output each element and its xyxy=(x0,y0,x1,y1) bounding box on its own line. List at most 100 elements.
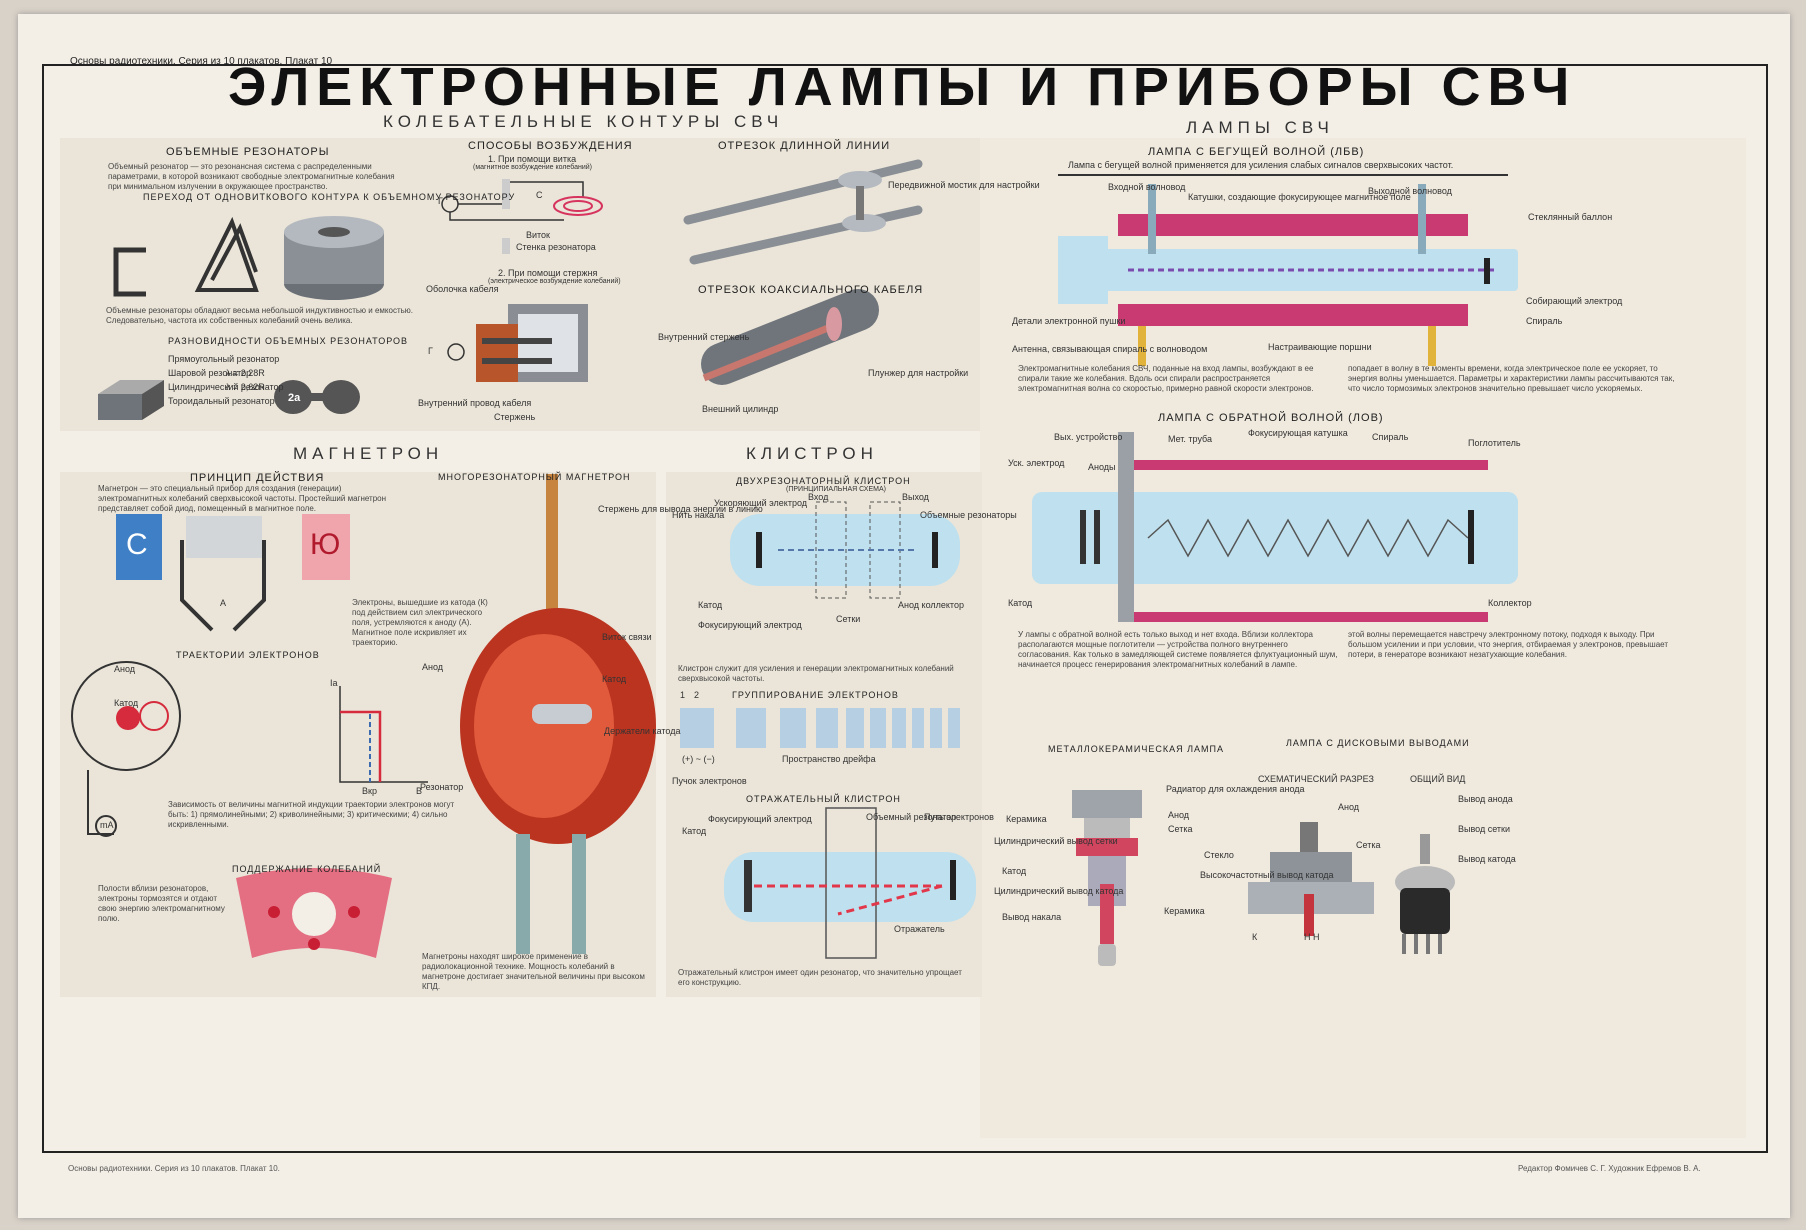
bwo-text-1: У лампы с обратной волной есть только вы… xyxy=(1018,630,1338,669)
loop-excitation-drawing xyxy=(441,179,603,254)
bwo-title: ЛАМПА С ОБРАТНОЙ ВОЛНОЙ (ЛОВ) xyxy=(1158,412,1384,424)
bwo-anodes: Аноды xyxy=(1088,462,1116,472)
twt-output: Выходной волновод xyxy=(1368,186,1452,196)
poster-title: ЭЛЕКТРОННЫЕ ЛАМПЫ И ПРИБОРЫ СВЧ xyxy=(228,57,1577,117)
grouping-n2: 2 xyxy=(694,690,700,700)
two-cavity-klystron-drawing xyxy=(730,501,960,599)
magnetron-anode-current-graph xyxy=(339,686,428,783)
trajectory-ma: mA xyxy=(100,820,114,830)
coax-inner-rod: Внутренний стержень xyxy=(658,332,750,342)
section-magnetron-title: МАГНЕТРОН xyxy=(293,444,444,463)
magnetron-principle-text: Магнетрон — это специальный прибор для с… xyxy=(98,484,387,513)
triangle-resonator-drawing xyxy=(194,216,259,292)
rod-excitation-drawing xyxy=(447,304,588,382)
series-caption: Основы радиотехники. Серия из 10 плакато… xyxy=(70,56,333,67)
twt-text-1: Электромагнитные колебания СВЧ, поданные… xyxy=(1018,364,1314,393)
coax-title: ОТРЕЗОК КОАКСИАЛЬНОГО КАБЕЛЯ xyxy=(698,284,924,296)
klystron-input: Вход xyxy=(808,492,829,502)
reflex-cathode: Катод xyxy=(682,826,707,836)
twt-subtitle: Лампа с бегущей волной применяется для у… xyxy=(1068,160,1454,170)
klystron-desc: Клистрон служит для усиления и генерации… xyxy=(678,664,954,683)
excitation-cable-shell: Оболочка кабеля xyxy=(426,284,499,294)
twt-pistons: Настраивающие поршни xyxy=(1268,342,1372,352)
resonators-varieties: РАЗНОВИДНОСТИ ОБЪЕМНЫХ РЕЗОНАТОРОВ xyxy=(168,336,409,346)
metal-lamp-radiator: Радиатор для охлаждения анода xyxy=(1166,784,1305,794)
reflex-title: ОТРАЖАТЕЛЬНЫЙ КЛИСТРОН xyxy=(746,794,901,804)
resonator-type-cyl: Цилиндрический резонатор xyxy=(168,382,284,392)
grouping-beam: Пучок электронов xyxy=(672,776,747,786)
klystron-filament: Нить накала xyxy=(672,510,725,520)
coax-plunger: Плунжер для настройки xyxy=(868,368,969,378)
rectangular-resonator-drawing xyxy=(98,380,164,420)
disk-lamp-general: ОБЩИЙ ВИД xyxy=(1410,774,1466,784)
twt-spiral: Спираль xyxy=(1526,316,1563,326)
coax-outer: Внешний цилиндр xyxy=(702,404,779,414)
section-lamps-title: ЛАМПЫ СВЧ xyxy=(1186,118,1334,137)
disk-lamp-general-drawing xyxy=(1395,834,1455,954)
disk-lamp-k: К xyxy=(1252,932,1258,942)
diagram-graphics xyxy=(71,159,1518,966)
resonators-title: ОБЪЕМНЫЕ РЕЗОНАТОРЫ xyxy=(166,146,330,158)
disk-lamp-cathode-out: Вывод катода xyxy=(1458,854,1516,864)
klystron-vol-res: Объемные резонаторы xyxy=(920,510,1017,520)
toroidal-resonator-drawing xyxy=(284,216,384,300)
disk-lamp-grid: Сетка xyxy=(1356,840,1381,850)
bwo-spiral: Спираль xyxy=(1372,432,1409,442)
resonators-transition: ПЕРЕХОД ОТ ОДНОВИТКОВОГО КОНТУРА К ОБЪЕМ… xyxy=(143,192,516,202)
grouping-drift: Пространство дрейфа xyxy=(782,754,876,764)
reflex-focus: Фокусирующий электрод xyxy=(708,814,812,824)
electron-grouping-drawing xyxy=(680,708,960,748)
magnetron-holders: Держатели катода xyxy=(604,726,681,736)
excitation-m1-sub: (магнитное возбуждение колебаний) xyxy=(473,164,592,171)
coax-cable-drawing xyxy=(701,289,879,385)
multicavity-magnetron-drawing xyxy=(460,474,656,954)
formula-cyl: λ = 2,62R xyxy=(226,382,265,392)
magnetron-principle-title: ПРИНЦИП ДЕЙСТВИЯ xyxy=(190,472,325,484)
bwo-drawing xyxy=(1032,432,1518,622)
reflex-path: Путь электронов xyxy=(924,812,994,822)
reflex-klystron-drawing xyxy=(724,807,976,959)
two-cavity-scheme: (ПРИНЦИПИАЛЬНАЯ СХЕМА) xyxy=(786,486,886,493)
reflex-text: Отражательный клистрон имеет один резона… xyxy=(678,968,962,987)
grouping-plusminus: (+) ~ (−) xyxy=(682,754,715,764)
klystron-cathode: Катод xyxy=(698,600,723,610)
disk-lamp-glass: Стекло xyxy=(1204,850,1234,860)
excitation-wall: Стенка резонатора xyxy=(516,242,596,252)
poster-frame xyxy=(42,64,1768,1153)
bwo-collector: Коллектор xyxy=(1488,598,1532,608)
grouping-n1: 1 xyxy=(680,690,686,700)
klystron-accel: Ускоряющий электрод xyxy=(714,498,808,508)
toroid-section-drawing xyxy=(274,380,360,414)
magnetron-usage: Магнетроны находят широкое применение в … xyxy=(422,952,645,991)
metal-lamp-cathode: Катод xyxy=(1002,866,1027,876)
metal-lamp-anode: Анод xyxy=(1168,810,1190,820)
reflex-resonator: Объемный резонатор xyxy=(866,812,957,822)
bwo-focus-coil: Фокусирующая катушка xyxy=(1248,428,1348,438)
disk-lamp-anode: Анод xyxy=(1338,802,1360,812)
magnetron-anode: Анод xyxy=(422,662,444,672)
klystron-focus: Фокусирующий электрод xyxy=(698,620,802,630)
magnetron-electrons-text: Электроны, вышедшие из катода (К) под де… xyxy=(352,598,488,647)
disk-lamp-title: ЛАМПА С ДИСКОВЫМИ ВЫВОДАМИ xyxy=(1286,738,1470,748)
twt-balloon: Стеклянный баллон xyxy=(1528,212,1613,222)
excitation-m2-sub: (электрическое возбуждение колебаний) xyxy=(488,278,621,285)
graph-b-label: B xyxy=(416,786,423,796)
one-turn-loop-drawing xyxy=(113,247,146,297)
resonators-note: Объемные резонаторы обладают весьма небо… xyxy=(106,306,413,325)
multicavity-title: МНОГОРЕЗОНАТОРНЫЙ МАГНЕТРОН xyxy=(438,472,631,482)
graph-ia-label: Iа xyxy=(330,678,338,688)
klystron-anode-coll: Анод коллектор xyxy=(898,600,964,610)
resonator-type-toroid: Тороидальный резонатор xyxy=(168,396,275,406)
excitation-vitok: Виток xyxy=(526,230,550,240)
formula-sphere: λ = 2,28R xyxy=(226,368,265,378)
excitation-m2: 2. При помощи стержня xyxy=(498,268,598,278)
twt-gun: Детали электронной пушки xyxy=(1012,316,1126,326)
oscillation-support-drawing xyxy=(236,868,392,958)
metal-lamp-grid: Сетка xyxy=(1168,824,1193,834)
resonator-type-sphere: Шаровой резонатор xyxy=(168,368,252,378)
excitation-g2: Г xyxy=(428,346,433,356)
magnetron-resonator: Резонатор xyxy=(420,782,464,792)
resonators-intro: Объемный резонатор — это резонансная сис… xyxy=(108,162,395,191)
magnetron-coupling: Виток связи xyxy=(602,632,652,642)
excitation-rod: Стержень xyxy=(494,412,536,422)
